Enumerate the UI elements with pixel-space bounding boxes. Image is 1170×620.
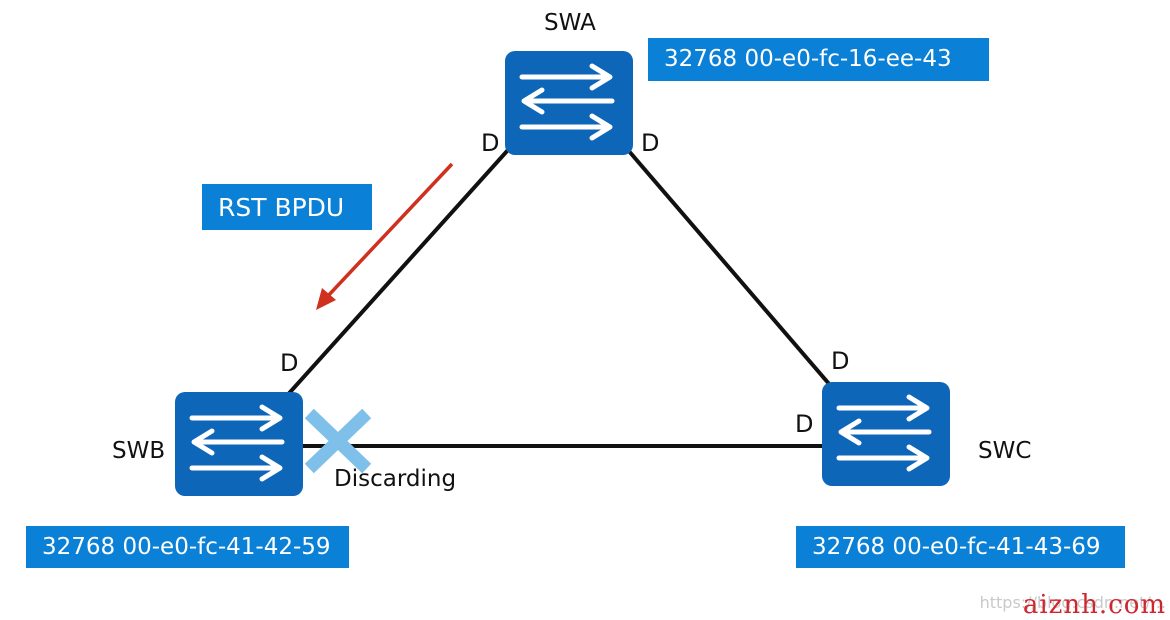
switch-swb-name: SWB xyxy=(112,438,166,464)
port-role-swa-right: D xyxy=(641,129,660,157)
watermark-brand: aiznh.com xyxy=(1022,590,1166,620)
bridge-id-swb: 32768 00-e0-fc-41-42-59 xyxy=(26,526,349,568)
port-role-swc-left: D xyxy=(795,410,814,438)
port-role-swb-top: D xyxy=(280,349,299,377)
switch-swa-name: SWA xyxy=(544,10,596,36)
port-role-swa-left: D xyxy=(481,129,500,157)
blocked-port-x-icon xyxy=(304,408,372,474)
switch-swa-icon xyxy=(505,51,633,155)
port-role-swc-top: D xyxy=(831,347,850,375)
blocked-port-state-label: Discarding xyxy=(334,466,457,492)
link-swa-swc xyxy=(626,148,832,387)
rst-bpdu-label: RST BPDU xyxy=(202,184,372,230)
rst-bpdu-arrow-icon xyxy=(316,162,454,310)
bridge-id-swc: 32768 00-e0-fc-41-43-69 xyxy=(796,526,1125,568)
switch-swc-name: SWC xyxy=(978,438,1032,464)
bridge-id-swa: 32768 00-e0-fc-16-ee-43 xyxy=(648,38,989,81)
switch-swb-icon xyxy=(175,392,303,496)
link-swa-swb xyxy=(281,148,510,402)
switch-swc-icon xyxy=(822,382,950,486)
watermark-url: https://blog.csdn.net/... xyxy=(979,593,1166,612)
